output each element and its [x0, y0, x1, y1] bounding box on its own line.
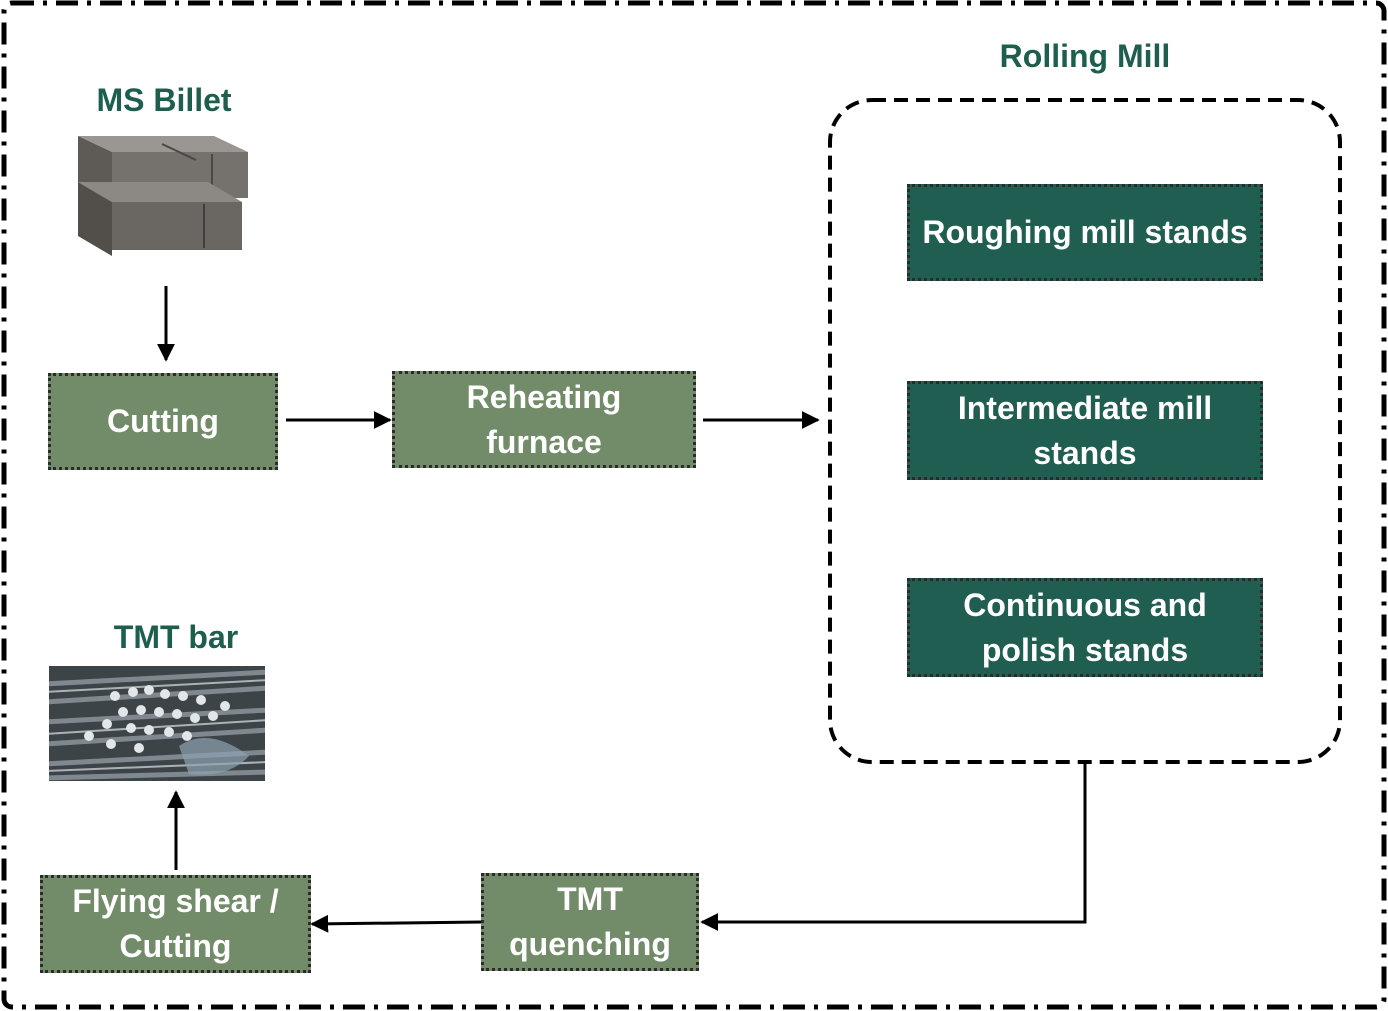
- cutting-text: Cutting: [107, 403, 219, 439]
- flying-shear-box: Flying shear / Cutting: [40, 875, 311, 973]
- flying-shear-text-line-2: Cutting: [119, 928, 232, 964]
- reheating-furnace-box: Reheating furnace: [392, 371, 696, 468]
- cutting-box: Cutting: [48, 373, 278, 470]
- tmt-bar-label: TMT bar: [113, 619, 239, 655]
- arrow-mill-to-quenching: [700, 762, 1087, 931]
- intermediate-mill-box: Intermediate mill stands: [907, 381, 1263, 480]
- tmt-quenching-box: TMT quenching: [481, 873, 699, 971]
- continuous-text-line-1: Continuous and: [963, 586, 1207, 623]
- intermediate-text-line-1: Intermediate mill: [957, 389, 1213, 426]
- flying-shear-text-line-1: Flying shear /: [72, 883, 279, 919]
- intermediate-text-line-2: stands: [1033, 434, 1137, 471]
- quenching-text-line-2: quenching: [509, 926, 671, 962]
- arrow-quenching-to-shear: [310, 914, 483, 933]
- roughing-mill-box: Roughing mill stands: [907, 184, 1263, 281]
- continuous-polish-box: Continuous and polish stands: [907, 578, 1263, 677]
- ms-billet-label: MS Billet: [96, 82, 232, 118]
- reheating-text-line-2: furnace: [486, 423, 602, 460]
- rolling-mill-label: Rolling Mill: [999, 38, 1171, 74]
- continuous-text-line-2: polish stands: [981, 631, 1189, 668]
- steel-billet-photo-icon: [78, 136, 248, 256]
- reheating-text-line-1: Reheating: [466, 378, 622, 415]
- roughing-text: Roughing mill stands: [922, 214, 1248, 250]
- rebar-bundle-photo-icon: [49, 666, 265, 781]
- quenching-text-line-1: TMT: [557, 881, 623, 917]
